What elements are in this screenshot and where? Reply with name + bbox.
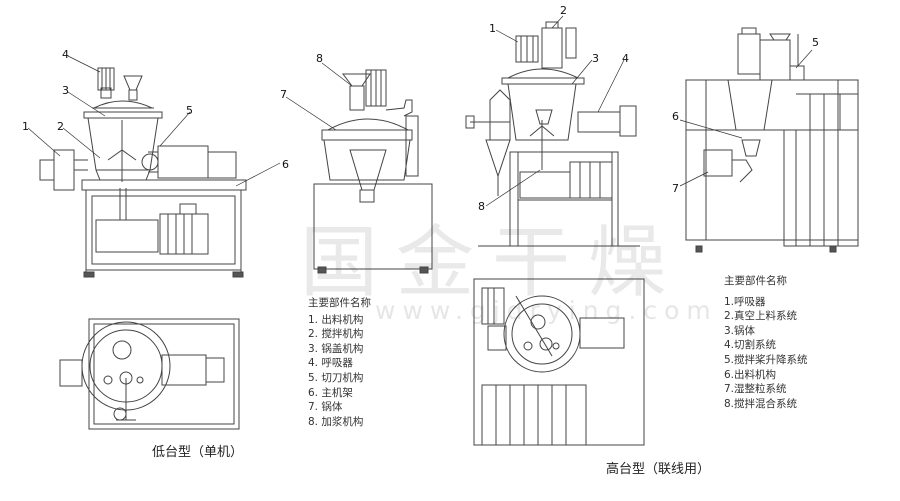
high-legend-item: 2.真空上料系统 xyxy=(724,310,798,323)
low-legend-item: 4. 呼吸器 xyxy=(308,357,353,370)
high-legend-item: 1.呼吸器 xyxy=(724,295,766,308)
low-callout-4: 4 xyxy=(62,48,69,61)
high-legend-title: 主要部件名称 xyxy=(724,275,787,287)
low-model-callout-leaders xyxy=(27,55,281,187)
low-callout-3: 3 xyxy=(62,84,69,97)
low-model-front-view xyxy=(39,67,247,278)
high-model-callout-leaders xyxy=(485,15,625,207)
high-model-plan-view xyxy=(473,278,645,446)
low-legend-title: 主要部件名称 xyxy=(308,297,371,309)
high-callout-5: 5 xyxy=(812,36,819,49)
low-legend-item: 5. 切刀机构 xyxy=(308,371,364,384)
low-legend-item: 2. 搅拌机构 xyxy=(308,328,364,341)
callout-numbers: 1 2 3 4 5 6 8 7 1 2 3 4 8 5 6 7 xyxy=(22,4,819,213)
watermark-site: www.gjdrying.com xyxy=(375,296,718,325)
low-callout-6: 6 xyxy=(282,158,289,171)
high-callout-2: 2 xyxy=(560,4,567,17)
high-model-side-view xyxy=(685,27,859,253)
low-model-plan-view xyxy=(59,318,240,430)
low-legend-item: 6. 主机架 xyxy=(308,386,353,399)
high-model-legend: 主要部件名称 1.呼吸器 2.真空上料系统 3.锅体 4.切割系统 5.搅拌桨升… xyxy=(724,274,808,411)
high-model-caption: 高台型（联线用） xyxy=(606,462,711,477)
high-callout-3: 3 xyxy=(592,52,599,65)
low-callout-5: 5 xyxy=(186,104,193,117)
high-legend-item: 3.锅体 xyxy=(724,324,756,337)
low-model-legend: 主要部件名称 1. 出料机构 2. 搅拌机构 3. 锅盖机构 4. 呼吸器 5.… xyxy=(308,296,371,429)
low-model-caption: 低台型（单机） xyxy=(152,445,244,460)
high-legend-item: 6.出料机构 xyxy=(724,368,777,381)
low-legend-item: 1. 出料机构 xyxy=(308,313,364,326)
high-model-side-callout-leaders xyxy=(679,49,813,187)
high-callout-6: 6 xyxy=(672,110,679,123)
low-legend-item: 3. 锅盖机构 xyxy=(308,342,364,355)
high-legend-item: 4.切割系统 xyxy=(724,339,777,352)
high-callout-4: 4 xyxy=(622,52,629,65)
mid-callout-7: 7 xyxy=(280,88,287,101)
mid-model-front-view xyxy=(313,69,433,274)
low-callout-1: 1 xyxy=(22,120,29,133)
low-legend-item: 8. 加浆机构 xyxy=(308,415,364,428)
high-model-front-view xyxy=(465,21,640,247)
low-legend-item: 7. 锅体 xyxy=(308,401,343,414)
mid-model-callout-leaders xyxy=(285,62,353,131)
high-callout-8: 8 xyxy=(478,200,485,213)
high-callout-7: 7 xyxy=(672,182,679,195)
high-legend-item: 7.湿整粒系统 xyxy=(724,383,787,396)
watermark-brand: 国金干燥 xyxy=(300,218,685,308)
high-legend-item: 8.搅拌混合系统 xyxy=(724,397,798,410)
low-callout-2: 2 xyxy=(57,120,64,133)
mid-callout-8: 8 xyxy=(316,52,323,65)
high-legend-item: 5.搅拌桨升降系统 xyxy=(724,353,808,366)
high-callout-1: 1 xyxy=(489,22,496,35)
